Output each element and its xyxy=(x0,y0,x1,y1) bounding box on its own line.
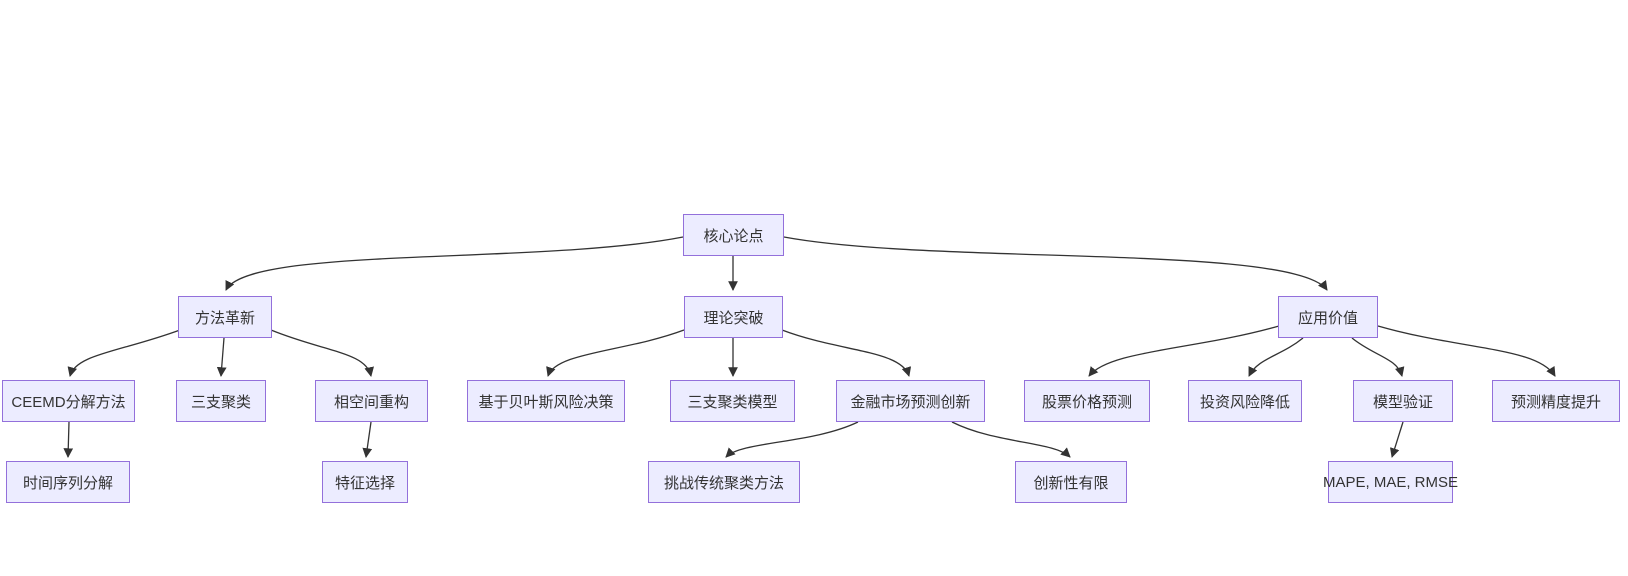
node-limited-innovation: 创新性有限 xyxy=(1015,461,1127,503)
node-three-way-clustering-model: 三支聚类模型 xyxy=(670,380,795,422)
node-method-innovation: 方法革新 xyxy=(178,296,272,338)
edge-method-three-way-clustering xyxy=(216,337,227,377)
edge-finance-challenge-clustering xyxy=(725,421,859,458)
edge-finance-limited-innovation xyxy=(951,421,1071,458)
edge-application-prediction-accuracy xyxy=(1377,325,1556,377)
node-challenge-traditional-clustering: 挑战传统聚类方法 xyxy=(648,461,800,503)
node-theory-breakthrough: 理论突破 xyxy=(684,296,783,338)
edge-ceemd-time-series xyxy=(63,421,74,458)
node-phase-space-reconstruction: 相空间重构 xyxy=(315,380,428,422)
node-financial-market-prediction: 金融市场预测创新 xyxy=(836,380,985,422)
edge-method-phase-space xyxy=(270,329,374,377)
edge-theory-financial-prediction xyxy=(781,329,912,377)
node-prediction-accuracy-improvement: 预测精度提升 xyxy=(1492,380,1620,422)
edge-application-stock-prediction xyxy=(1088,325,1280,377)
node-investment-risk-reduction: 投资风险降低 xyxy=(1188,380,1302,422)
node-bayesian-risk-decision: 基于贝叶斯风险决策 xyxy=(467,380,625,422)
node-time-series-decomposition: 时间序列分解 xyxy=(6,461,130,503)
node-application-value: 应用价值 xyxy=(1278,296,1378,338)
edge-application-model-validation xyxy=(1351,337,1405,377)
node-ceemd-decomposition: CEEMD分解方法 xyxy=(2,380,135,422)
node-model-validation: 模型验证 xyxy=(1353,380,1453,422)
node-stock-price-prediction: 股票价格预测 xyxy=(1024,380,1150,422)
node-core-thesis: 核心论点 xyxy=(683,214,784,256)
node-mape-mae-rmse: MAPE, MAE, RMSE xyxy=(1323,461,1458,503)
edge-theory-bayesian-risk xyxy=(546,329,685,377)
edge-core-application-value xyxy=(783,236,1328,291)
edge-application-investment-risk xyxy=(1248,337,1304,377)
edge-core-method-innovation xyxy=(225,236,684,291)
edge-phase-feature-selection xyxy=(362,421,373,458)
edge-method-ceemd xyxy=(67,329,181,377)
edge-model-mape-metrics xyxy=(1389,421,1404,458)
node-feature-selection: 特征选择 xyxy=(322,461,408,503)
node-three-way-clustering: 三支聚类 xyxy=(176,380,266,422)
